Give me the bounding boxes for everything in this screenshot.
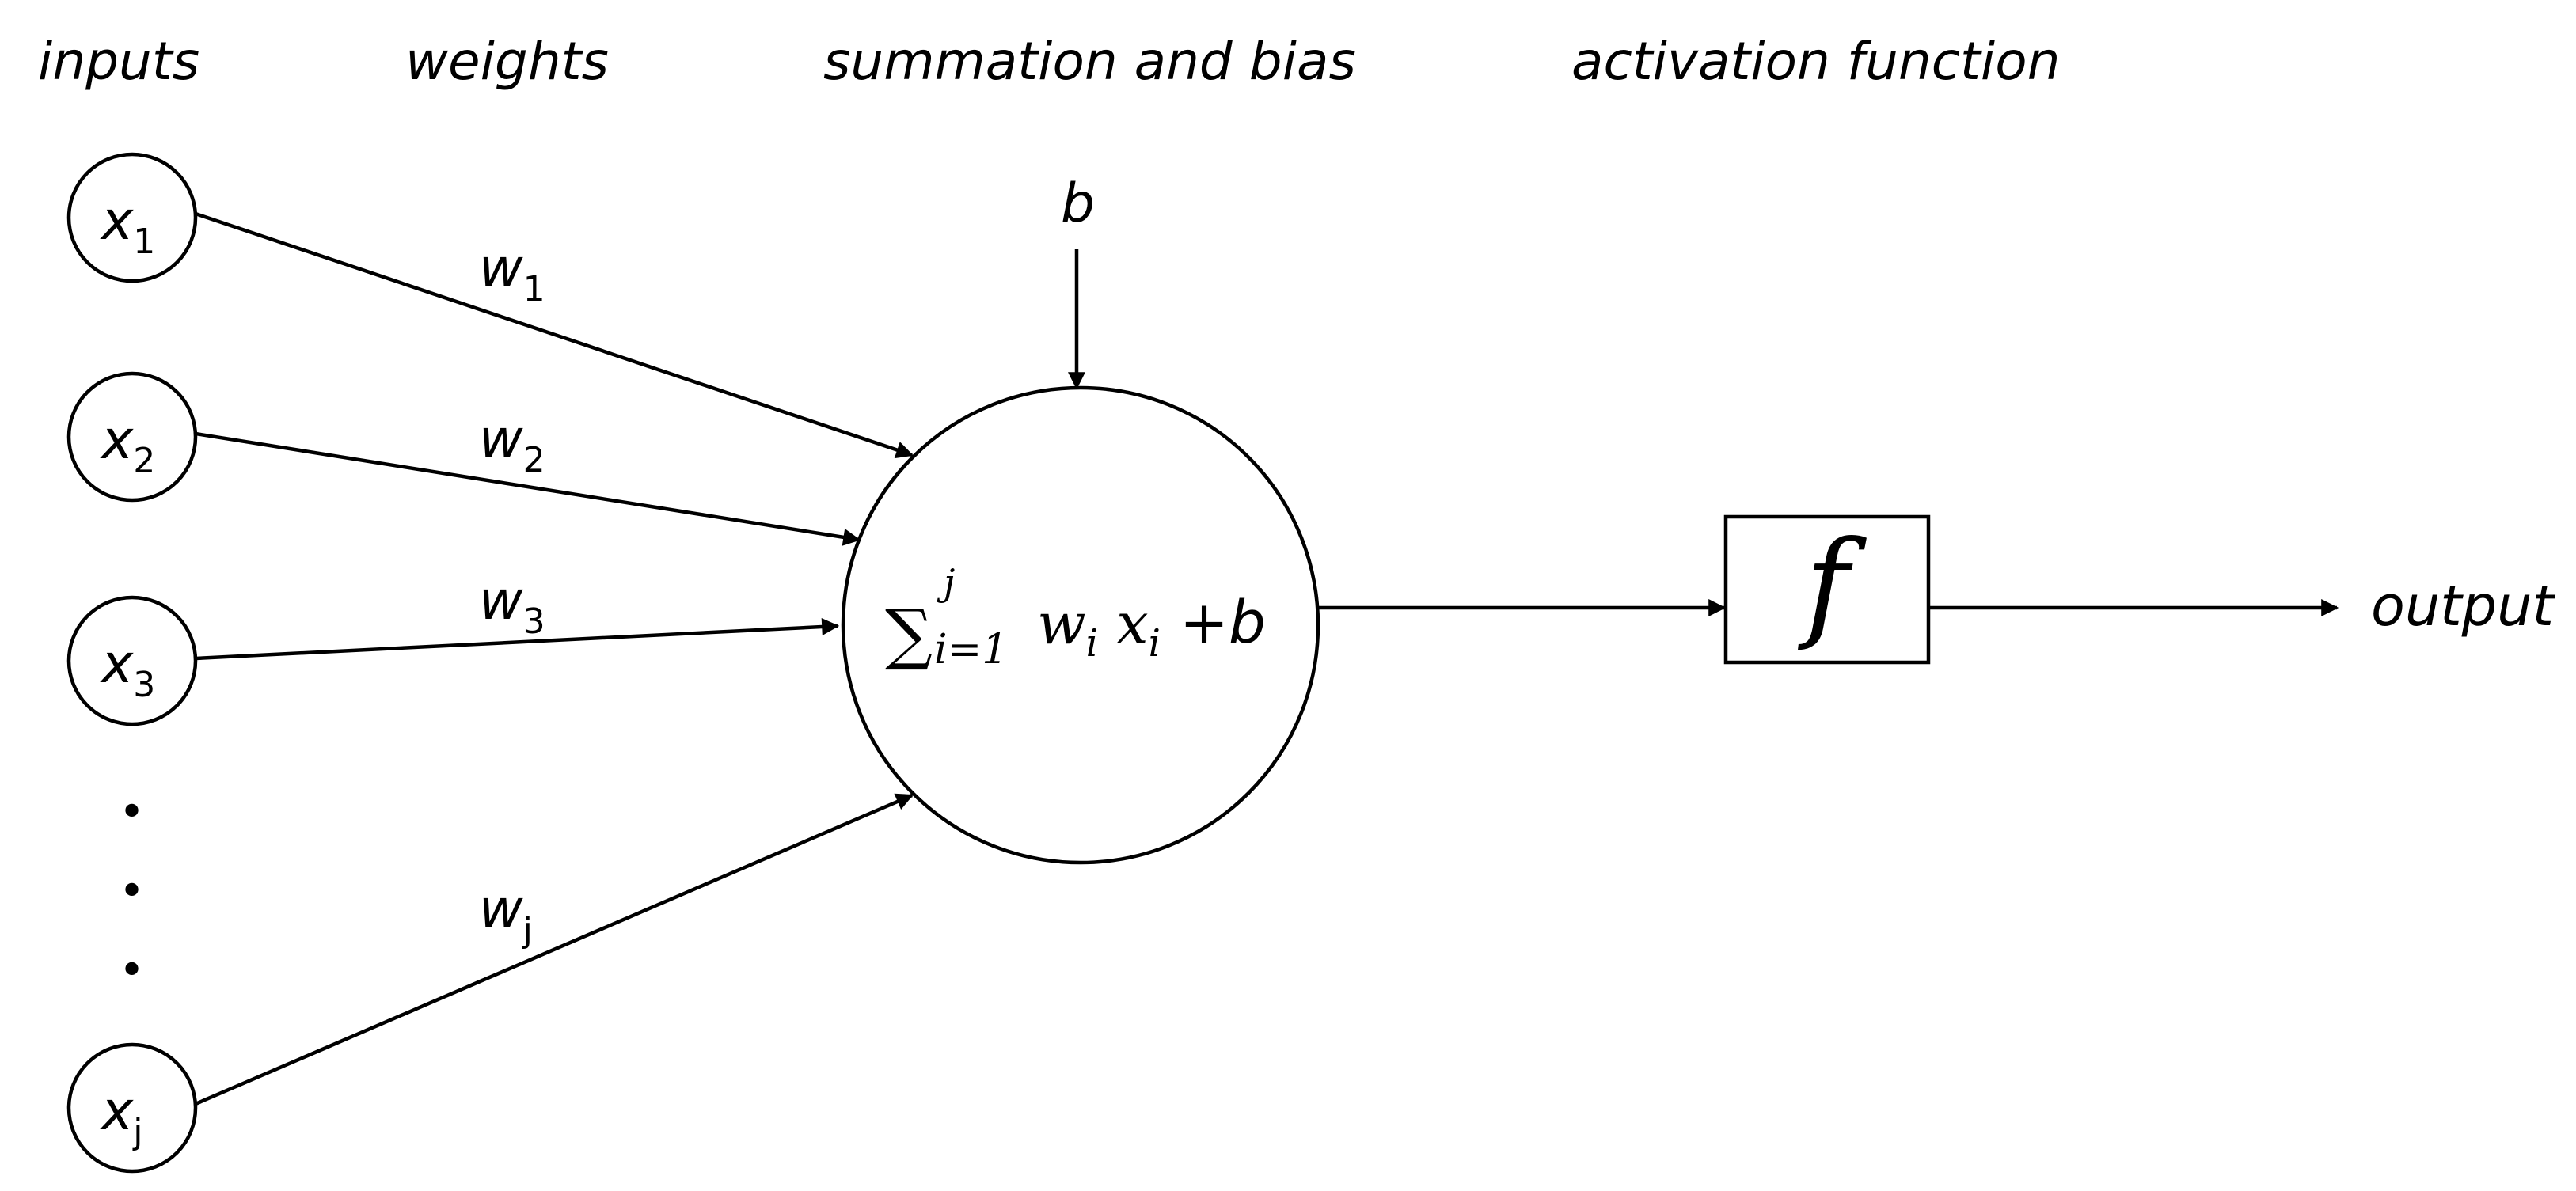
activation-box: f: [1723, 514, 1931, 665]
formula-x: x: [1116, 590, 1149, 657]
input-node-xj: xj: [66, 1042, 198, 1174]
edge-x2: [195, 431, 861, 546]
header-weights: weights: [405, 31, 609, 92]
input-circle: [66, 371, 198, 503]
svg-text:x2: x2: [100, 409, 155, 481]
output-label: output: [2371, 574, 2555, 639]
formula-x-sub: i: [1149, 621, 1161, 666]
input-sub: j: [132, 1112, 142, 1152]
weight-sub: 2: [523, 440, 545, 480]
ellipsis-dot: •: [119, 945, 145, 996]
input-var: x: [100, 633, 134, 696]
ellipsis-dot: •: [119, 866, 145, 917]
input-node-x2: x2: [66, 371, 198, 503]
weight-label-w1: w1: [479, 237, 545, 309]
header-inputs: inputs: [38, 31, 199, 92]
svg-text:x3: x3: [100, 633, 155, 705]
input-circle: [66, 152, 198, 283]
summation-node: [841, 385, 1320, 865]
weight-label-w2: w2: [479, 408, 545, 480]
header-activation-function: activation function: [1571, 31, 2060, 92]
svg-text:x1: x1: [100, 190, 155, 262]
input-var: x: [100, 409, 134, 472]
input-circle: [66, 1042, 198, 1174]
formula-w: w: [1037, 590, 1086, 657]
edge-xj: [195, 793, 914, 1106]
input-sub: 1: [133, 222, 155, 262]
formula-w-term: wi: [1037, 590, 1098, 666]
header-summation-and-bias: summation and bias: [823, 31, 1356, 92]
input-sub: 2: [133, 441, 155, 481]
weight-sub: j: [522, 910, 533, 950]
input-sub: 3: [133, 665, 155, 705]
input-node-x3: x3: [66, 595, 198, 726]
input-circle: [66, 595, 198, 726]
formula-plus-b: +b: [1180, 589, 1266, 657]
weight-sub: 3: [523, 601, 545, 642]
sum-lower-limit: i=1: [934, 626, 1008, 673]
ellipsis-dot: •: [119, 787, 145, 838]
input-var: x: [100, 1080, 134, 1143]
weight-var: w: [479, 237, 523, 300]
edge-x1: [195, 211, 914, 459]
weight-sub: 1: [523, 269, 545, 309]
weight-label-wj: wj: [479, 878, 533, 950]
weight-var: w: [479, 408, 523, 471]
input-var: x: [100, 190, 134, 252]
input-node-x1: x1: [66, 152, 198, 283]
sigma-symbol: ∑: [885, 595, 933, 673]
svg-text:xj: xj: [100, 1080, 142, 1152]
edge-x3: [195, 618, 840, 661]
formula-w-sub: i: [1086, 621, 1098, 666]
activation-rect: [1723, 514, 1931, 665]
bias-label: b: [1061, 173, 1095, 235]
weight-var: w: [479, 878, 523, 941]
formula-x-term: xi: [1116, 590, 1161, 666]
weight-var: w: [479, 570, 523, 632]
weight-label-w3: w3: [479, 570, 545, 642]
